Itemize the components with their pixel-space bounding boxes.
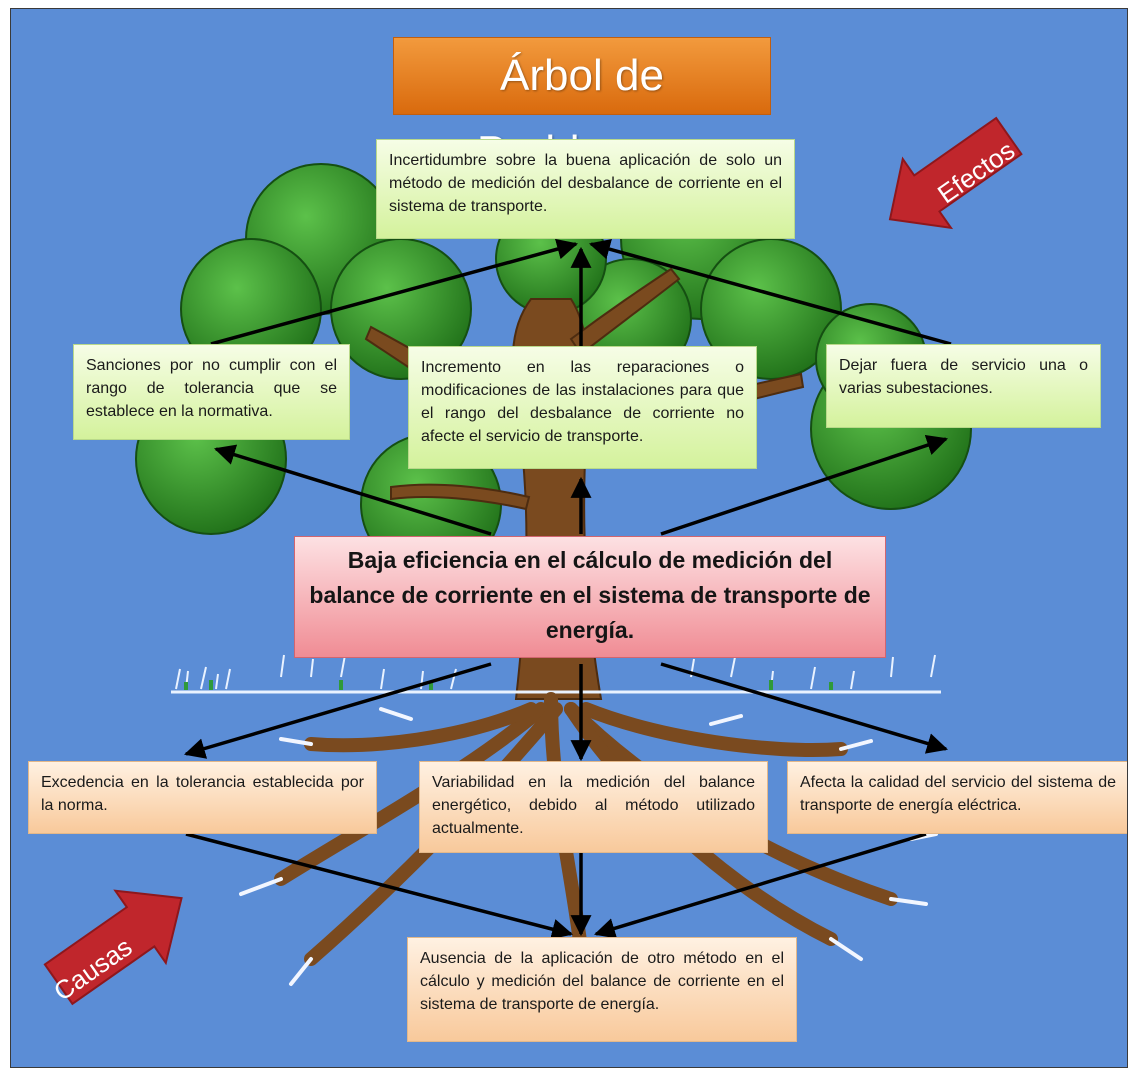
central-problem: Baja eficiencia en el cálculo de medició…: [294, 536, 886, 658]
diagram-title: Árbol de Problemas: [393, 37, 771, 176]
effect-right: Dejar fuera de servicio una o varias sub…: [826, 344, 1101, 428]
diagram-canvas: Árbol de Problemas Efectos Causas Incert…: [10, 8, 1128, 1068]
root-cause: Ausencia de la aplicación de otro método…: [407, 937, 797, 1042]
cause-right: Afecta la calidad del servicio del siste…: [787, 761, 1127, 834]
cause-middle: Variabilidad en la medición del balance …: [419, 761, 768, 853]
effect-middle: Incremento en las reparaciones o modific…: [408, 346, 757, 469]
effect-top: Incertidumbre sobre la buena aplicación …: [376, 139, 795, 239]
ground: [171, 654, 941, 694]
effect-left: Sanciones por no cumplir con el rango de…: [73, 344, 350, 440]
cause-left: Excedencia en la tolerancia establecida …: [28, 761, 377, 834]
connector-arrows: [183, 238, 952, 940]
effects-arrow: [888, 116, 1023, 230]
causes-arrow: [43, 889, 183, 1006]
